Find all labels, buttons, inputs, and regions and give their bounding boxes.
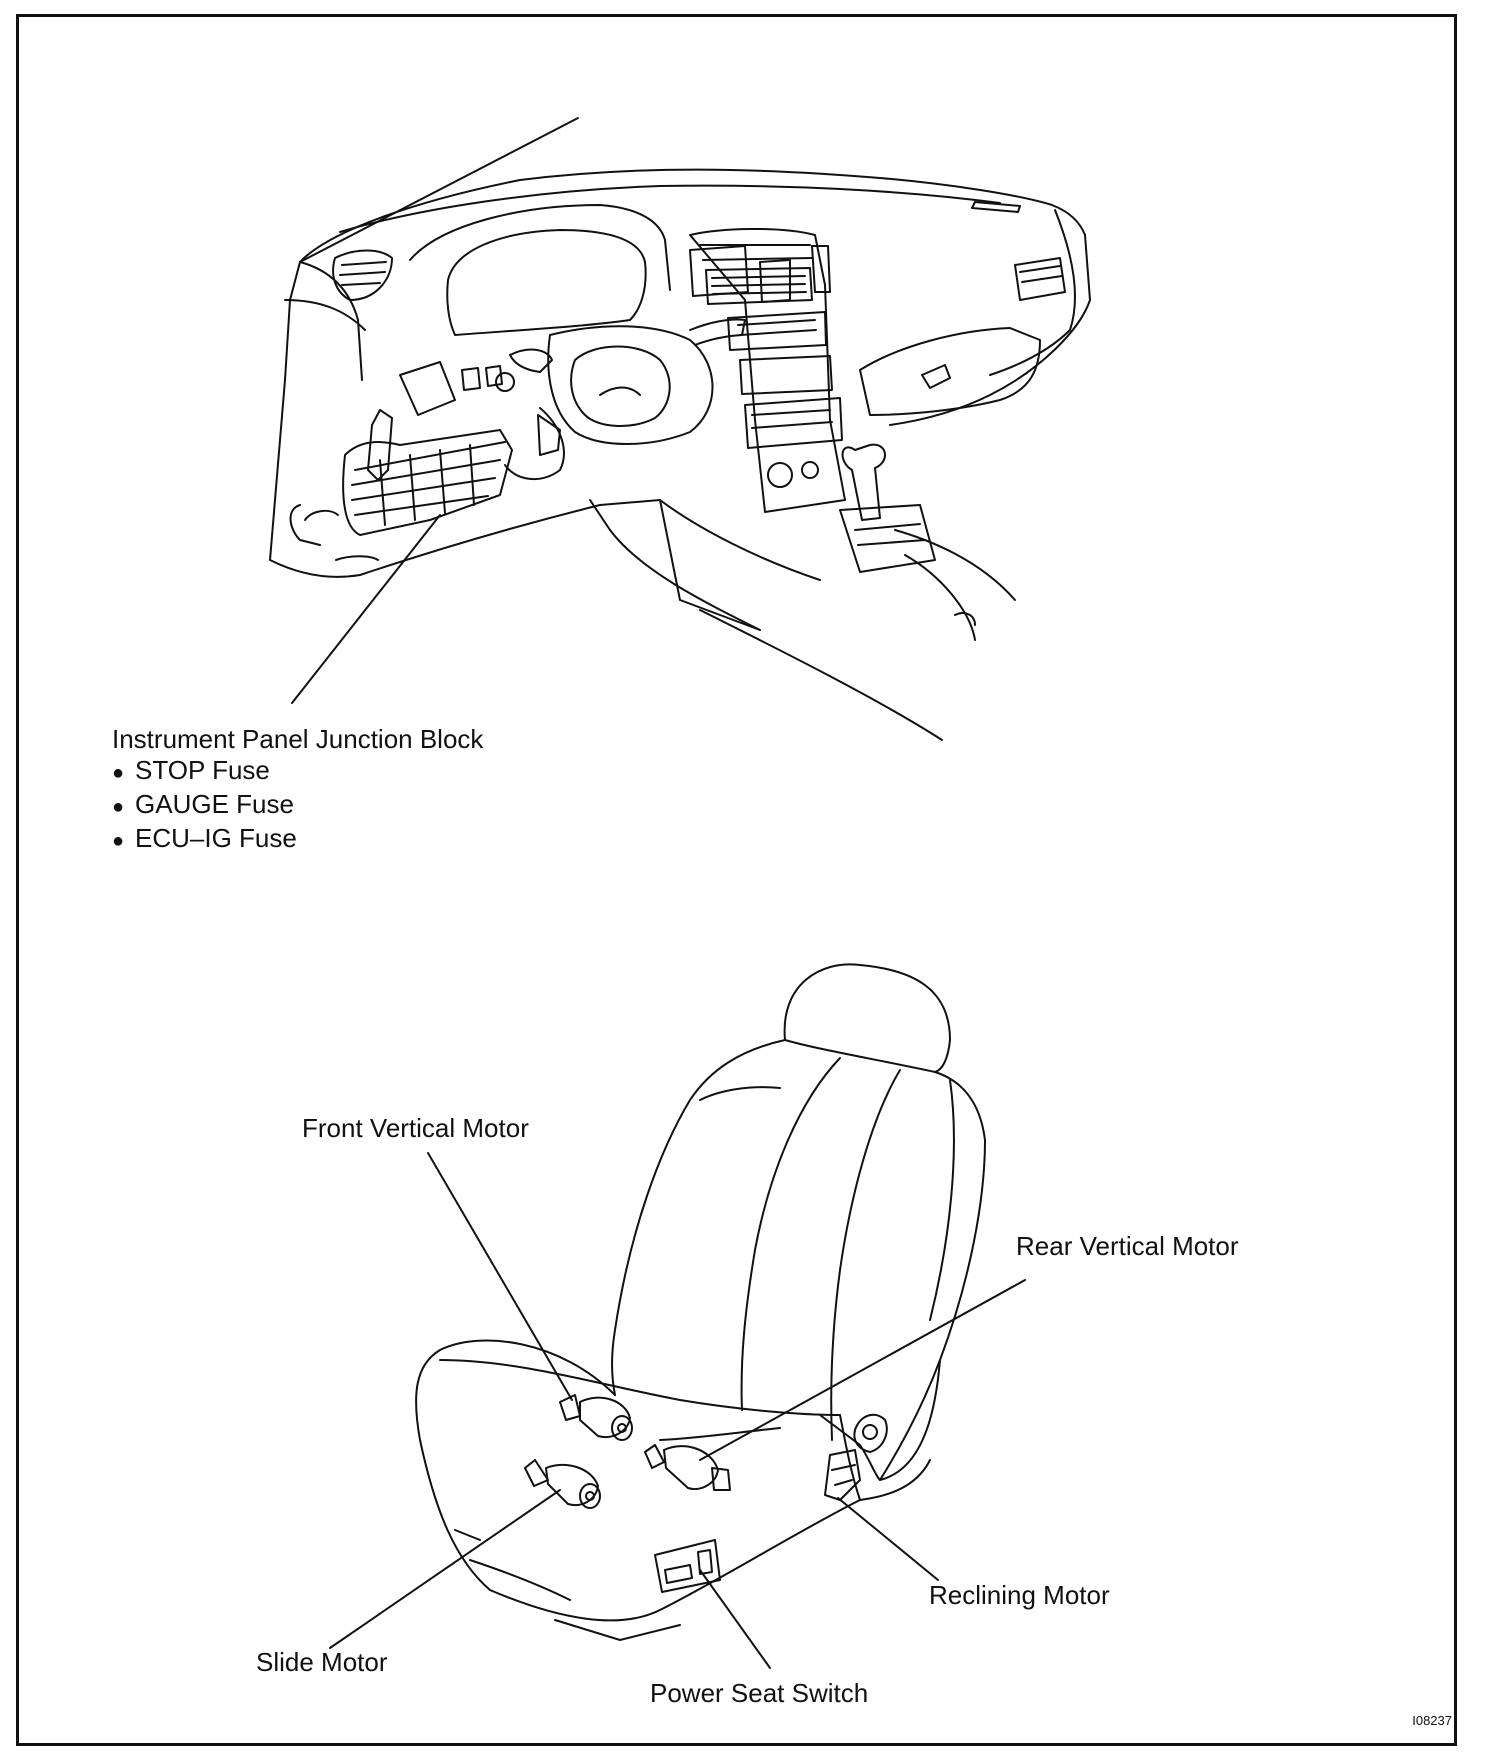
figure-code: I08237 [1412,1713,1452,1728]
rear-vertical-motor-leader [699,1279,1026,1461]
power-seat-switch-leader [699,1569,771,1669]
power-seat-switch-label: Power Seat Switch [650,1678,869,1708]
fuse-item-stop: STOP Fuse [112,755,297,789]
junction-block-label: Instrument Panel Junction Block [112,724,484,754]
dashboard-illustration [269,117,1091,741]
fuse-item-ecu-ig: ECU–IG Fuse [112,823,297,857]
junction-block-leader [291,514,441,704]
diagram-frame [16,14,1457,1746]
reclining-motor-label: Reclining Motor [929,1580,1110,1610]
front-vertical-motor-label: Front Vertical Motor [302,1113,529,1143]
seat-illustration [415,963,986,1641]
rear-vertical-motor-label: Rear Vertical Motor [1016,1231,1239,1261]
reclining-motor-leader [837,1497,939,1581]
front-vertical-motor-leader [427,1152,573,1401]
slide-motor-leader [329,1489,561,1649]
fuse-item-gauge: GAUGE Fuse [112,789,297,823]
fuse-list: STOP Fuse GAUGE Fuse ECU–IG Fuse [112,755,297,857]
slide-motor-label: Slide Motor [256,1647,388,1677]
